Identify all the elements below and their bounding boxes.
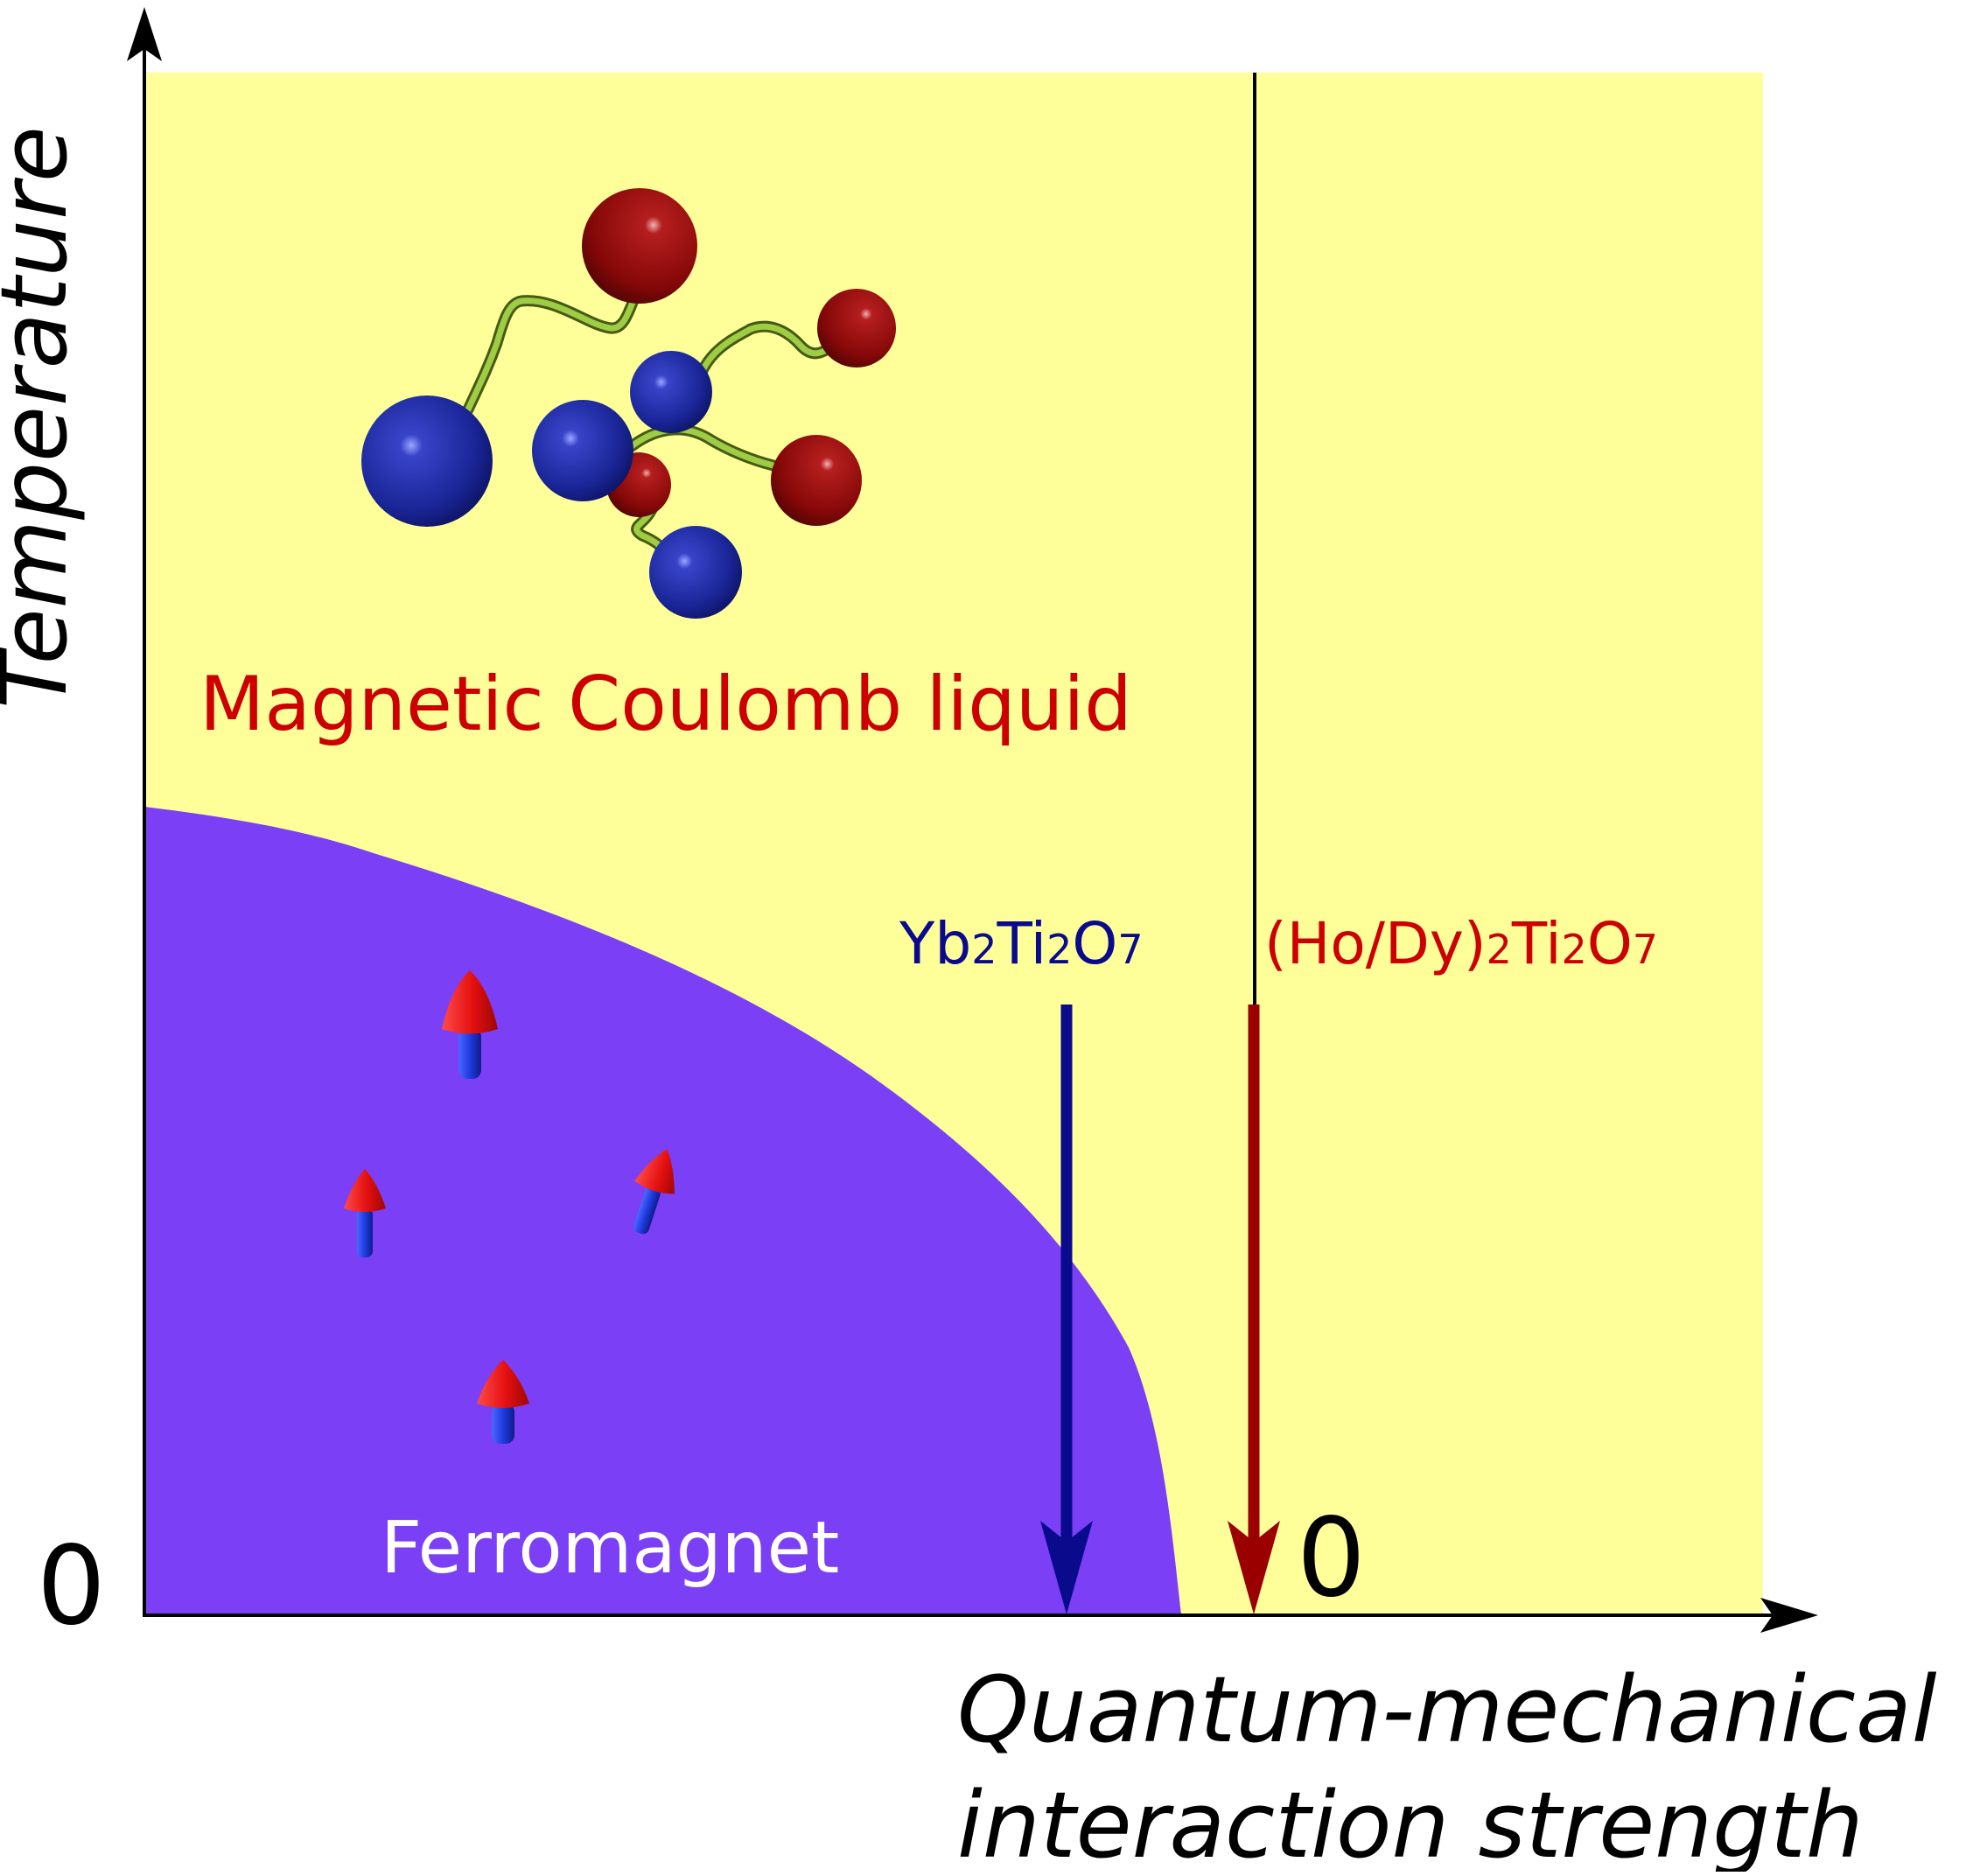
x-axis-arrowhead — [1760, 1598, 1818, 1633]
hody2ti2o7-label: (Ho/Dy)2Ti2O7 — [1264, 910, 1658, 977]
y-origin-zero: 0 — [37, 1523, 106, 1649]
ferromagnet-phase-label: Ferromagnet — [381, 1507, 839, 1590]
spin-arrow — [633, 1149, 675, 1235]
spin-arrow — [442, 970, 498, 1079]
hody-cooling-arrow — [1228, 1004, 1280, 1614]
red-monopole-sphere — [582, 188, 697, 304]
y-axis-label: Temperature — [0, 126, 87, 709]
spin-arrow — [477, 1360, 529, 1444]
yb-cooling-arrow — [1040, 1004, 1093, 1614]
blue-monopole-sphere — [630, 351, 712, 433]
blue-monopole-sphere — [361, 396, 493, 527]
spin-arrows — [344, 970, 675, 1444]
liquid-phase-label: Magnetic Coulomb liquid — [199, 661, 1132, 748]
ferromagnet-region — [144, 807, 1181, 1614]
x-axis — [143, 1598, 1818, 1633]
x-axis-label-line1: Quantum-mechanical — [957, 1656, 1937, 1763]
y-axis-arrowhead — [127, 7, 162, 61]
monopole-illustration — [361, 188, 896, 619]
blue-monopole-sphere — [649, 526, 742, 619]
red-monopole-sphere — [771, 435, 862, 526]
y-axis — [127, 7, 162, 1617]
spin-arrow — [344, 1169, 386, 1257]
yb2ti2o7-label: Yb2Ti2O7 — [899, 910, 1144, 977]
blue-monopole-sphere — [532, 400, 633, 501]
x-axis-label-line2: interaction strength — [957, 1772, 1864, 1872]
red-monopole-sphere — [817, 289, 896, 368]
x-zero-label: 0 — [1297, 1495, 1366, 1621]
